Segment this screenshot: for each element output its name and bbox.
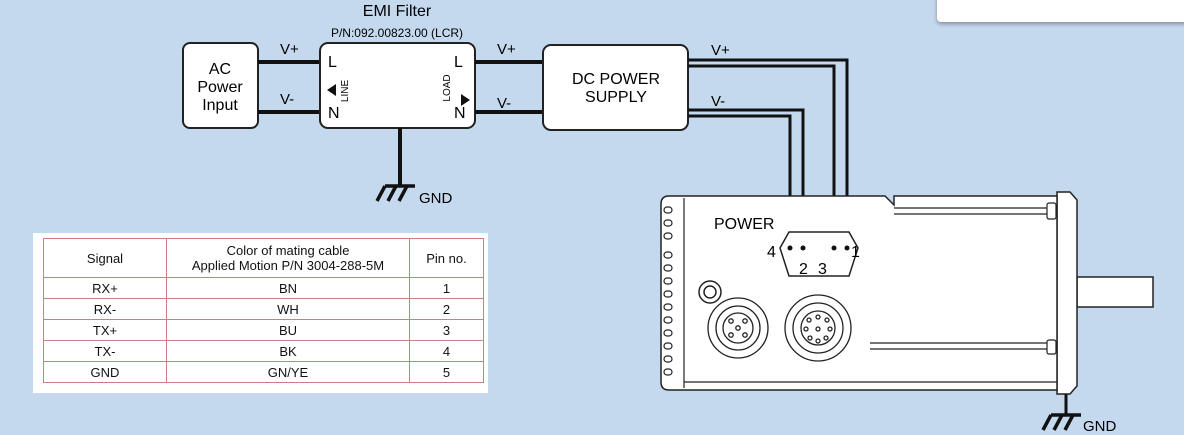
ac-input-line1: AC [209, 61, 231, 78]
cell-pin: 3 [409, 319, 484, 341]
header-signal: Signal [43, 238, 167, 278]
emi-filter-load-label: LOAD [442, 74, 453, 101]
cell-color: WH [166, 298, 410, 320]
emi-filter-box [319, 42, 476, 129]
psu-vplus-label: V+ [711, 42, 730, 59]
cell-pin: 1 [409, 277, 484, 299]
cell-color: GN/YE [166, 361, 410, 383]
table-header-row: Signal Color of mating cable Applied Mot… [43, 238, 484, 278]
right-arrow-icon [461, 94, 470, 106]
emi-filter-title: EMI Filter [363, 3, 432, 20]
cell-pin: 4 [409, 340, 484, 362]
header-color: Color of mating cable Applied Motion P/N… [166, 238, 410, 278]
ac-input-line3: Input [202, 97, 238, 114]
filter-vminus-label: V- [497, 95, 511, 112]
pin-1-label: 1 [851, 244, 860, 261]
cell-signal: TX+ [43, 319, 167, 341]
pin-2-label: 2 [799, 261, 808, 278]
emi-filter-n-in: N [328, 105, 340, 122]
table-row: GND GN/YE 5 [43, 361, 484, 383]
cell-color: BN [166, 277, 410, 299]
motor-assembly [660, 191, 1154, 395]
pin-4-label: 4 [767, 244, 776, 261]
motor-power-label: POWER [714, 216, 774, 233]
ac-to-filter-wires [258, 60, 320, 114]
psu-vminus-label: V- [711, 93, 725, 110]
filter-to-psu-wires [475, 60, 543, 114]
header-pin: Pin no. [409, 238, 484, 278]
cell-signal: RX- [43, 298, 167, 320]
ac-input-line2: Power [197, 79, 243, 96]
filter-ground-icon [375, 184, 415, 202]
motor-flange [1056, 191, 1078, 395]
emi-filter-line-label: LINE [340, 80, 351, 103]
left-arrow-icon [327, 84, 336, 96]
psu-line1: DC POWER [572, 71, 660, 88]
power-connector-pins [787, 245, 850, 251]
emi-filter-l-out: L [454, 54, 463, 71]
psu-line2: SUPPLY [585, 89, 647, 106]
ac-vplus-label: V+ [280, 41, 299, 58]
motor-gnd-label: GND [1083, 418, 1117, 435]
io-connector [784, 294, 852, 362]
table-row: TX- BK 4 [43, 340, 484, 362]
dc-power-supply-box [542, 44, 689, 131]
motor-vent-slots [663, 206, 673, 376]
emi-filter-n-out: N [454, 105, 466, 122]
table-row: TX+ BU 3 [43, 319, 484, 341]
ac-power-input-box [182, 42, 259, 129]
table-row: RX- WH 2 [43, 298, 484, 320]
cell-color: BU [166, 319, 410, 341]
header-color-line2: Applied Motion P/N 3004-288-5M [191, 258, 385, 273]
cell-signal: RX+ [43, 277, 167, 299]
corner-card [937, 0, 1184, 22]
power-connector [779, 231, 859, 277]
motor-ground-icon [1041, 413, 1081, 431]
cell-pin: 2 [409, 298, 484, 320]
comm-connector [707, 297, 769, 359]
signal-table: Signal Color of mating cable Applied Mot… [43, 238, 484, 383]
table-row: RX+ BN 1 [43, 277, 484, 299]
pin-3-label: 3 [818, 261, 827, 278]
motor-shaft [1076, 276, 1154, 308]
cell-signal: GND [43, 361, 167, 383]
motor-bracket-tabs [1046, 202, 1057, 355]
cell-color: BK [166, 340, 410, 362]
filter-vplus-label: V+ [497, 41, 516, 58]
filter-gnd-label: GND [419, 190, 453, 207]
motor-body-grooves [683, 198, 1057, 388]
emi-filter-l-in: L [328, 54, 337, 71]
ac-vminus-label: V- [280, 91, 294, 108]
signal-table-panel: Signal Color of mating cable Applied Mot… [33, 233, 488, 393]
header-color-line1: Color of mating cable [226, 243, 350, 258]
emi-filter-part-number: P/N:092.00823.00 (LCR) [331, 26, 463, 40]
cell-pin: 5 [409, 361, 484, 383]
cell-signal: TX- [43, 340, 167, 362]
ground-screw [698, 280, 722, 304]
